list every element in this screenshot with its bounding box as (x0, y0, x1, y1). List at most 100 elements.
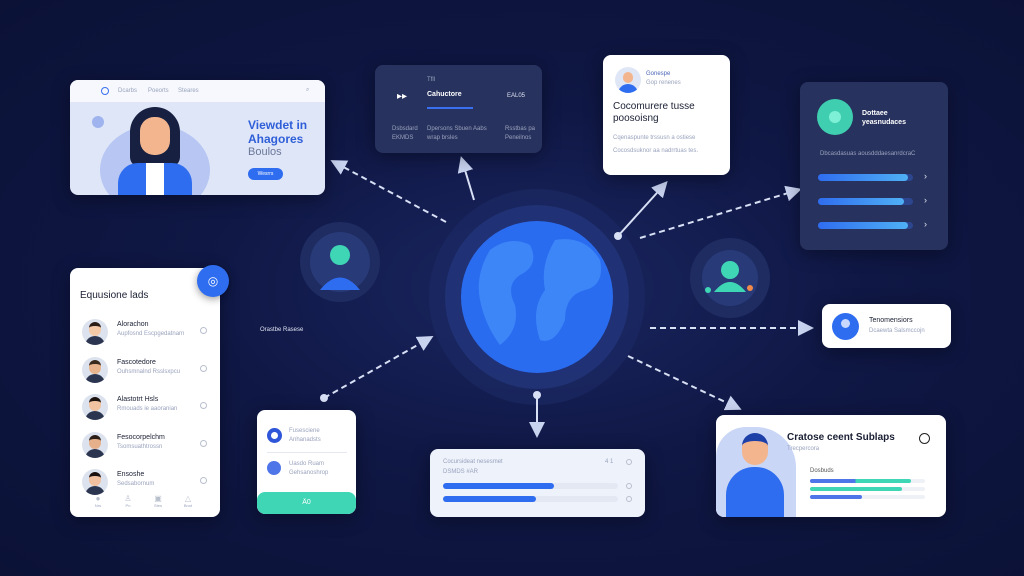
nav-link[interactable]: Steares (178, 88, 199, 94)
user-icon (832, 313, 859, 340)
profile-line: Cqenaspunte trssusn a ostiese (613, 135, 696, 141)
row-toggle[interactable] (626, 496, 632, 502)
progress-bar (810, 479, 912, 483)
list-item[interactable]: Alastotrt Hsls Rmouads ie aaoranian (70, 392, 220, 422)
feature-sub: Trecpercora (787, 446, 820, 452)
list-item-radio[interactable] (200, 439, 207, 447)
decor-dot (92, 116, 104, 128)
list-item-sub: Tsomsuathtrossn (117, 443, 163, 450)
progress-bar (443, 483, 554, 489)
option-sub: Anhanadsts (289, 437, 321, 443)
feature-card: Cratose ceent Sublaps Trecpercora Dosbud… (716, 415, 946, 517)
globe-icon (461, 221, 613, 373)
progress-bar (818, 222, 909, 229)
list-card: Equusione lads Alorachon Aupfosnd Escpge… (70, 268, 220, 517)
list-item-radio[interactable] (200, 364, 207, 372)
list-item-radio[interactable] (200, 402, 207, 409)
media-title: Cahuctore (427, 91, 462, 98)
avatar (82, 356, 108, 383)
browser-header: Dcarbs Poeorts Steares ⌕ (70, 80, 325, 102)
floating-label: Orastbe Rasese (260, 327, 304, 333)
bottom-sub: DSMDS #AR (443, 469, 479, 475)
option-name: Uasdo Ruam (289, 461, 325, 467)
bottom-progress-card: Cocursideat nesesmet DSMDS #AR 4 1 (430, 449, 645, 517)
list-item-sub: Aupfosnd Escpgedatnarn (117, 331, 185, 337)
chevron-right-icon[interactable]: › (924, 171, 927, 181)
options-card: Fusesciene Anhanadsts Uasdo Ruam Gehsano… (257, 410, 356, 514)
chevron-right-icon[interactable]: › (924, 195, 927, 205)
profile-role: Gop renenes (646, 80, 681, 86)
list-item[interactable]: Ensoshe Sedsabornum (70, 467, 220, 497)
search-icon[interactable]: ⌕ (306, 87, 310, 93)
subheadline: Boulos (248, 146, 282, 158)
profile-name: Gonespe (646, 71, 671, 77)
bottom-nav-item[interactable]: △Bnot (178, 494, 198, 508)
forward-icon[interactable]: ▸▸ (397, 91, 408, 102)
radio-selected[interactable] (267, 428, 282, 443)
nav-link[interactable]: Poeorts (148, 88, 169, 94)
progress-bar (818, 198, 904, 205)
feature-label: Dosbuds (810, 468, 834, 474)
list-item-name: Alastotrt Hsls (117, 396, 159, 403)
radio-option[interactable] (267, 461, 281, 475)
confirm-button[interactable]: Ä0 (257, 492, 356, 514)
chevron-right-icon[interactable]: › (924, 219, 927, 229)
nav-icon: ▣ (154, 494, 162, 503)
bottom-nav-item[interactable]: ▣Stes (148, 494, 168, 508)
contact-sub: Dcaewta Salsmccojn (869, 328, 925, 334)
list-item-radio[interactable] (200, 477, 207, 484)
man-illustration (716, 427, 796, 517)
progress-bar (810, 495, 862, 499)
media-badge: EAL05 (507, 93, 526, 99)
nav-icon: ● (95, 494, 101, 503)
nav-icon: ♙ (124, 494, 132, 503)
avatar (82, 394, 108, 420)
contact-card[interactable]: Tenomensiors Dcaewta Salsmccojn (822, 304, 951, 348)
progress-track (810, 495, 925, 499)
profile-line: Cocosdsuknor aa nadrrtuas tes. (613, 148, 699, 154)
nav-label: Bnot (183, 503, 193, 508)
bottom-nav-item[interactable]: ♙Pn (118, 494, 138, 508)
nav-label: Nrs (94, 503, 102, 508)
option-name: Fusesciene (289, 428, 320, 434)
list-item-sub: Rmouads ie aaoranian (117, 406, 178, 412)
feature-title: Cratose ceent Sublaps (787, 432, 895, 443)
nav-label: Pn (125, 503, 131, 508)
bottom-header: Cocursideat nesesmet (443, 459, 503, 465)
refresh-icon[interactable] (626, 459, 632, 465)
globe-button-icon[interactable]: ◎ (197, 265, 229, 297)
nav-link[interactable]: Dcarbs (118, 88, 138, 94)
refresh-icon[interactable] (101, 87, 109, 95)
list-item[interactable]: Alorachon Aupfosnd Escpgedatnarn (70, 317, 220, 347)
list-item[interactable]: Fesocorpelchm Tsomsuathtrossn (70, 430, 220, 460)
progress-caption: Dbcasdasuas aousdddaesanrdcraC (820, 151, 916, 157)
progress-bar (443, 496, 536, 502)
status-icon (817, 99, 853, 135)
list-title: Equusione lads (80, 290, 149, 301)
row-toggle[interactable] (626, 483, 632, 489)
avatar (82, 319, 108, 345)
progress-bar (818, 174, 909, 181)
avatar (82, 469, 108, 495)
feature-radio[interactable] (919, 433, 930, 444)
media-progress (427, 107, 473, 109)
list-item[interactable]: Fascotedore Ouhsmnalnd Rsslsxpcu (70, 355, 220, 385)
avatar (615, 67, 641, 93)
cta-button[interactable]: Wesrrs (248, 168, 283, 180)
list-item-name: Alorachon (117, 321, 149, 328)
bottom-nav-item[interactable]: ●Nrs (88, 494, 108, 508)
list-item-radio[interactable] (200, 327, 207, 334)
bottom-meta: 4 1 (605, 459, 614, 465)
list-item-sub: Sedsabornum (117, 481, 155, 487)
avatar (82, 431, 108, 458)
list-item-name: Ensoshe (117, 471, 145, 478)
